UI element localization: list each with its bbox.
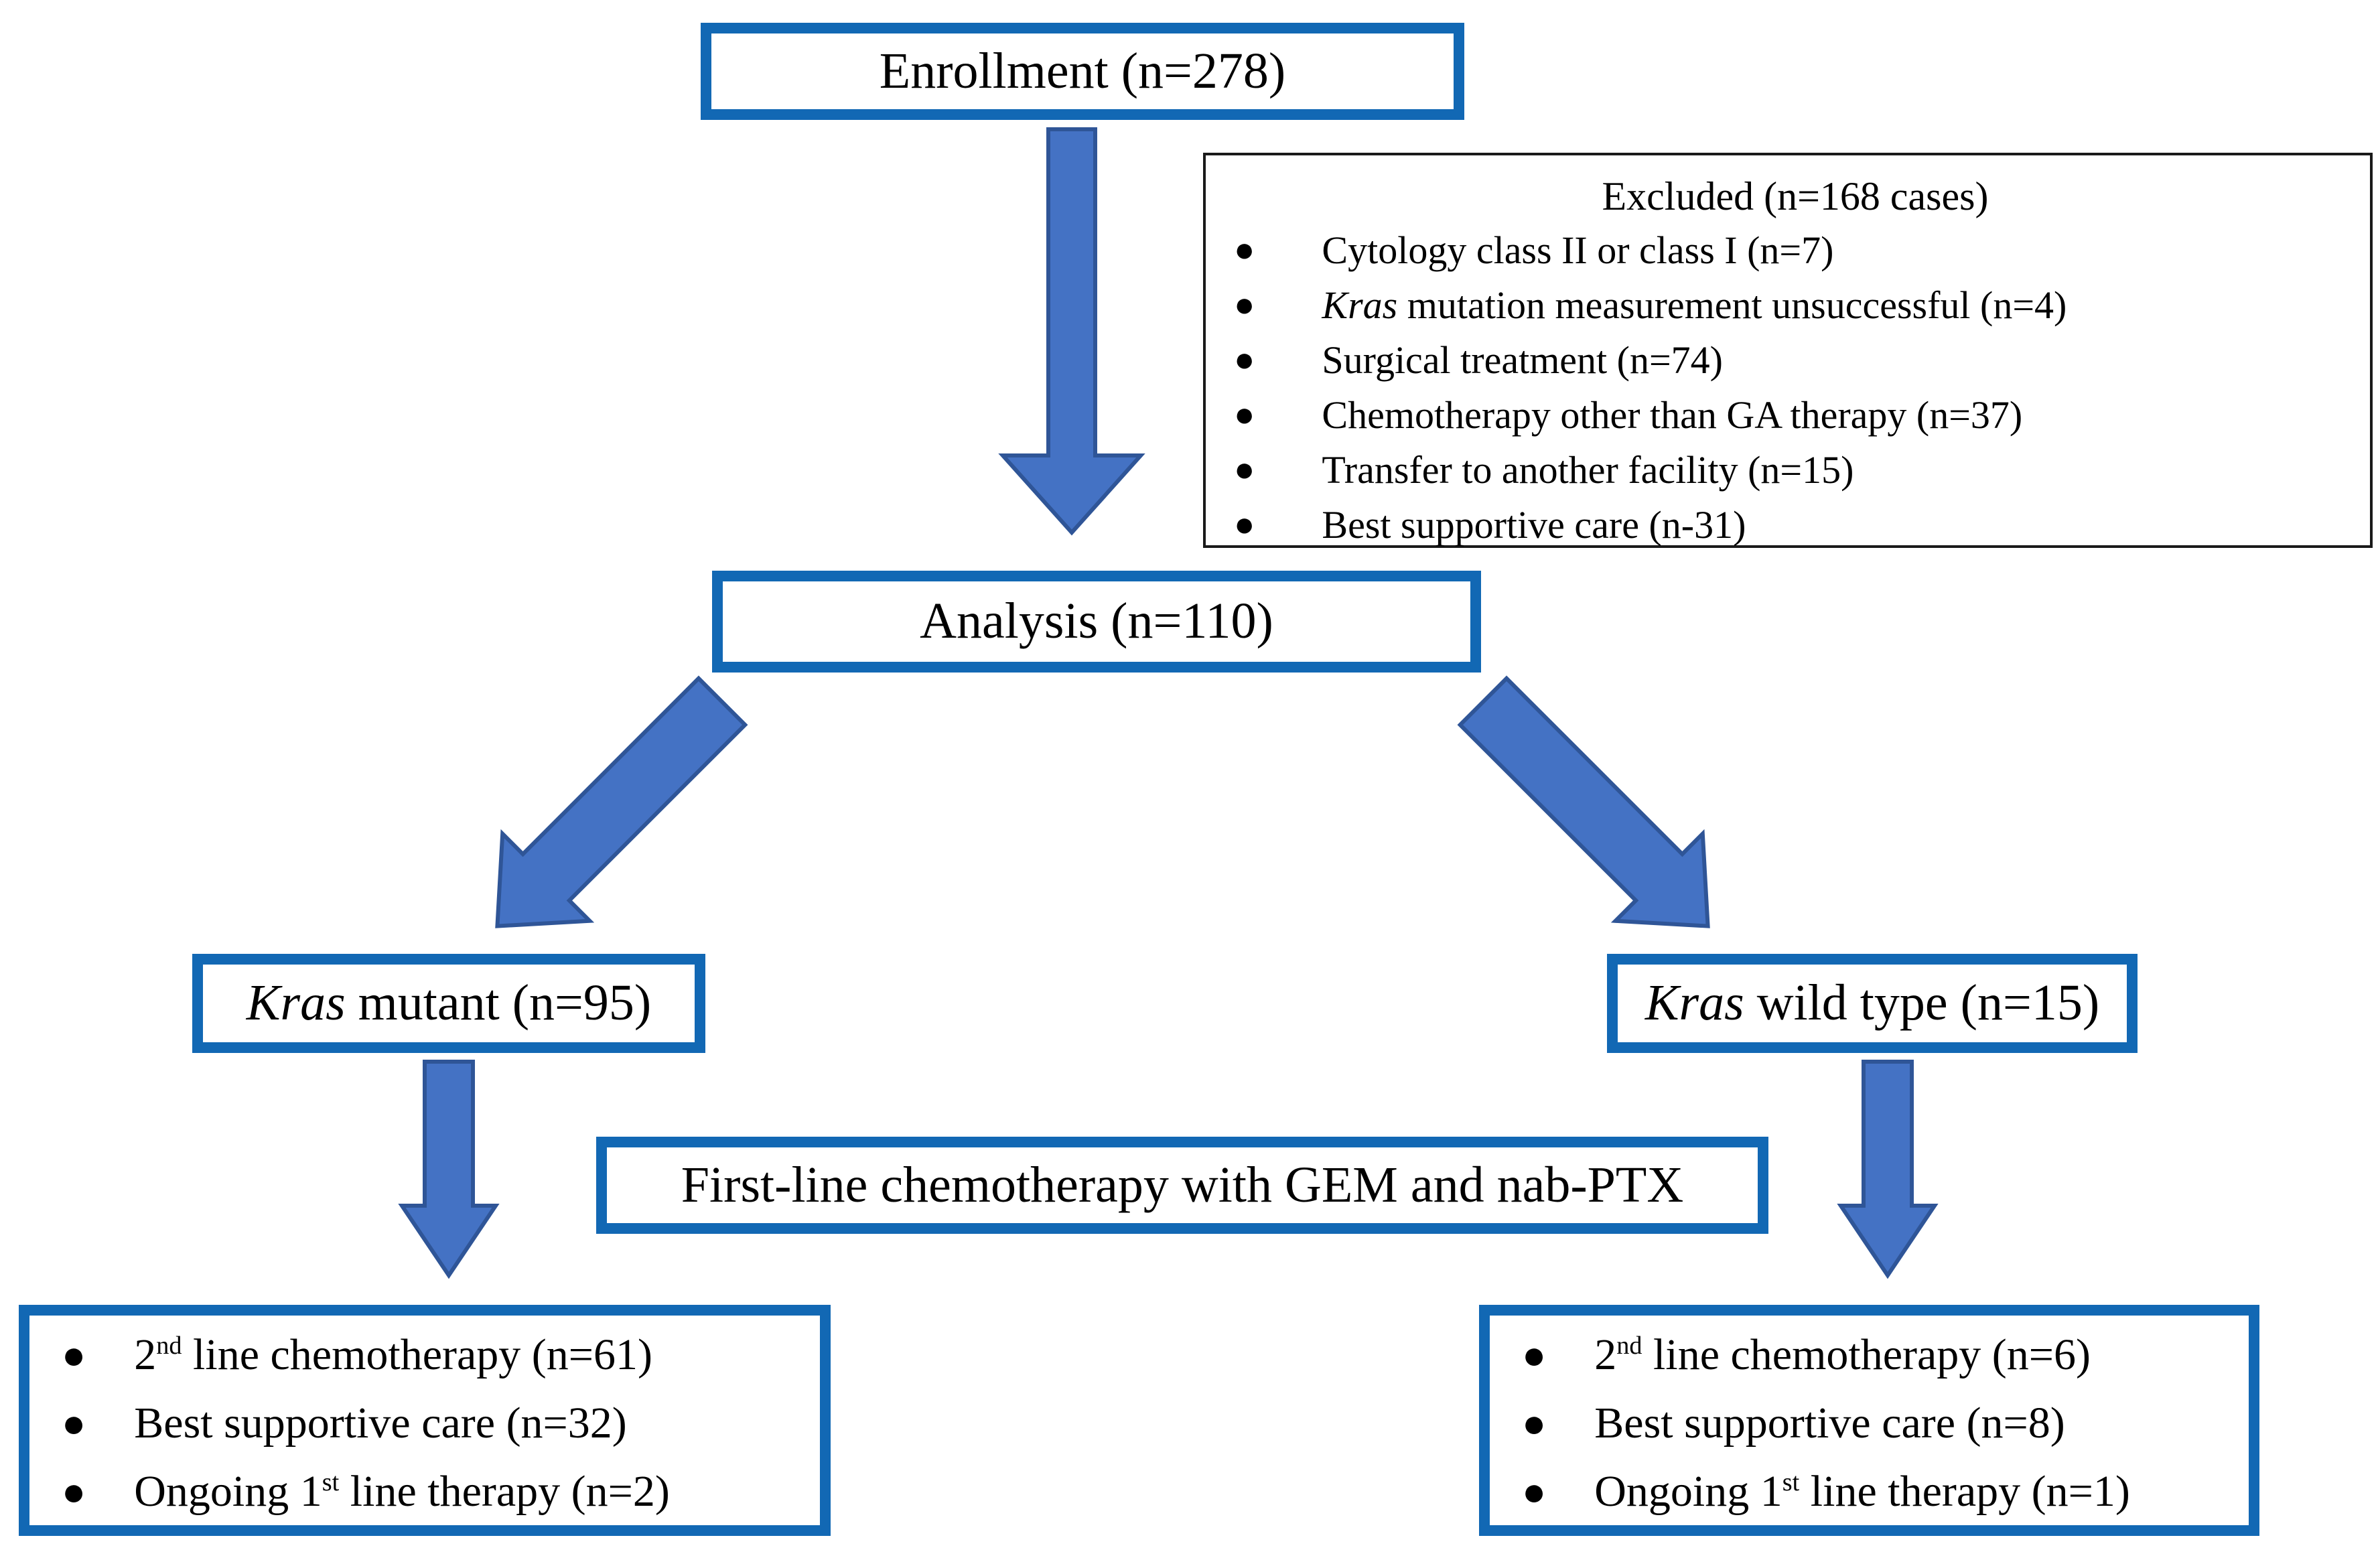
list-item: ● Chemotherapy other than GA therapy (n=3… <box>1234 387 2357 442</box>
text-segment: Best supportive care (n=8) <box>1594 1399 2065 1447</box>
list-item: ● Ongoing 1st line therapy (n=2) <box>62 1458 820 1526</box>
list-item-text: Kras mutation measurement unsuccessful (… <box>1322 283 2067 328</box>
text-segment: Ongoing 1 <box>134 1467 322 1516</box>
bullet-icon: ● <box>1234 285 1255 324</box>
list-item: ● Best supportive care (n=32) <box>62 1389 820 1458</box>
bullet-icon: ● <box>62 1332 86 1377</box>
list-item-text: Transfer to another facility (n=15) <box>1322 447 1853 492</box>
arrow-analysis-to-kras-wild-type-icon <box>1457 675 1710 928</box>
text-segment: 2 <box>134 1330 157 1379</box>
bullet-icon: ● <box>62 1401 86 1445</box>
text-segment: nd <box>1616 1332 1642 1360</box>
kras-mutant-label: Kras mutant (n=95) <box>247 974 651 1032</box>
bullet-icon: ● <box>1522 1469 1547 1514</box>
text-segment: Surgical treatment (n=74) <box>1322 338 1723 382</box>
text-segment: Kras <box>1322 283 1398 327</box>
bullet-icon: ● <box>1522 1332 1547 1377</box>
analysis-label: Analysis (n=110) <box>920 592 1273 650</box>
text-segment: nd <box>156 1332 182 1360</box>
list-item-text: Surgical treatment (n=74) <box>1322 338 1723 382</box>
bullet-icon: ● <box>1234 340 1255 379</box>
outcomes-mutant-box: ● 2nd line chemotherapy (n=61) ● Best suppo… <box>19 1305 831 1536</box>
outcomes-wild-type-box: ● 2nd line chemotherapy (n=6) ● Best suppor… <box>1479 1305 2259 1536</box>
text-segment: mutation measurement unsuccessful (n=4) <box>1397 283 2067 327</box>
list-item: ● Ongoing 1st line therapy (n=1) <box>1522 1458 2249 1526</box>
arrow-shape <box>998 127 1145 536</box>
arrow-analysis-to-kras-mutant-icon <box>495 675 748 928</box>
excluded-list: ● Cytology class II or class I (n=7) ● Kras… <box>1234 222 2357 552</box>
text-segment: Analysis (n=110) <box>920 593 1273 650</box>
kras-wild-type-box: Kras wild type (n=15) <box>1607 954 2138 1053</box>
text-segment: Cytology class II or class I (n=7) <box>1322 228 1834 272</box>
text-segment: st <box>322 1468 340 1496</box>
first-line-therapy-box: First-line chemotherapy with GEM and nab… <box>596 1137 1768 1234</box>
kras-wild-type-label: Kras wild type (n=15) <box>1645 974 2099 1032</box>
enrollment-box: Enrollment (n=278) <box>701 23 1464 120</box>
arrow-shape <box>1837 1060 1939 1279</box>
text-segment: mutant (n=95) <box>345 975 652 1032</box>
excluded-title: Excluded (n=168 cases) <box>1602 174 1989 218</box>
outcomes-wild-type-list: ● 2nd line chemotherapy (n=6) ● Best suppor… <box>1490 1320 2249 1526</box>
list-item-text: Best supportive care (n=32) <box>134 1398 627 1449</box>
list-item-text: Best supportive care (n-31) <box>1322 502 1746 547</box>
text-segment: Kras <box>246 975 346 1032</box>
text-segment: Best supportive care (n=32) <box>134 1399 627 1447</box>
list-item-text: Best supportive care (n=8) <box>1594 1398 2065 1449</box>
text-segment: First-line chemotherapy with GEM and nab… <box>681 1156 1684 1213</box>
list-item-text: 2nd line chemotherapy (n=61) <box>134 1330 652 1381</box>
text-segment: wild type (n=15) <box>1744 975 2100 1032</box>
arrow-kras-mutant-to-outcomes-icon <box>398 1060 500 1279</box>
text-segment: line chemotherapy (n=6) <box>1642 1330 2091 1379</box>
arrow-enrollment-to-analysis-icon <box>998 127 1145 536</box>
arrow-shape <box>398 1060 500 1279</box>
list-item: ● Kras mutation measurement unsuccessful … <box>1234 277 2357 332</box>
text-segment: Ongoing 1 <box>1594 1467 1782 1516</box>
list-item: ● Transfer to another facility (n=15) <box>1234 442 2357 497</box>
first-line-therapy-label: First-line chemotherapy with GEM and nab… <box>681 1156 1683 1214</box>
bullet-icon: ● <box>1522 1401 1547 1445</box>
text-segment: line therapy (n=2) <box>339 1467 670 1516</box>
text-segment: line chemotherapy (n=61) <box>182 1330 652 1379</box>
list-item-text: Ongoing 1st line therapy (n=1) <box>1594 1466 2130 1517</box>
text-segment: 2 <box>1594 1330 1617 1379</box>
list-item-text: 2nd line chemotherapy (n=6) <box>1594 1330 2091 1381</box>
list-item: ● Cytology class II or class I (n=7) <box>1234 222 2357 277</box>
analysis-box: Analysis (n=110) <box>712 571 1481 673</box>
list-item: ● Best supportive care (n-31) <box>1234 497 2357 552</box>
enrollment-label: Enrollment (n=278) <box>880 42 1285 100</box>
list-item-text: Ongoing 1st line therapy (n=2) <box>134 1466 670 1517</box>
list-item-text: Cytology class II or class I (n=7) <box>1322 228 1833 273</box>
bullet-icon: ● <box>1234 505 1255 544</box>
bullet-icon: ● <box>62 1469 86 1514</box>
outcomes-mutant-list: ● 2nd line chemotherapy (n=61) ● Best suppo… <box>29 1320 820 1526</box>
text-segment: Chemotherapy other than GA therapy (n=37… <box>1322 393 2023 437</box>
list-item: ● Best supportive care (n=8) <box>1522 1389 2249 1458</box>
text-segment: line therapy (n=1) <box>1799 1467 2130 1516</box>
text-segment: Transfer to another facility (n=15) <box>1322 447 1854 492</box>
text-segment: st <box>1782 1468 1800 1496</box>
arrow-shape <box>1457 675 1710 928</box>
text-segment: Best supportive care (n-31) <box>1322 502 1746 547</box>
bullet-icon: ● <box>1234 230 1255 269</box>
list-item: ● 2nd line chemotherapy (n=6) <box>1522 1321 2249 1389</box>
arrow-shape <box>495 675 748 928</box>
list-item: ● 2nd line chemotherapy (n=61) <box>62 1321 820 1389</box>
excluded-box: Excluded (n=168 cases) ● Cytology class I… <box>1203 153 2373 548</box>
text-segment: Enrollment (n=278) <box>879 42 1286 99</box>
arrow-kras-wild-type-to-outcomes-icon <box>1837 1060 1939 1279</box>
text-segment: Kras <box>1644 975 1744 1032</box>
bullet-icon: ● <box>1234 395 1255 434</box>
bullet-icon: ● <box>1234 450 1255 489</box>
kras-mutant-box: Kras mutant (n=95) <box>192 954 705 1053</box>
list-item-text: Chemotherapy other than GA therapy (n=37… <box>1322 393 2022 437</box>
list-item: ● Surgical treatment (n=74) <box>1234 332 2357 387</box>
